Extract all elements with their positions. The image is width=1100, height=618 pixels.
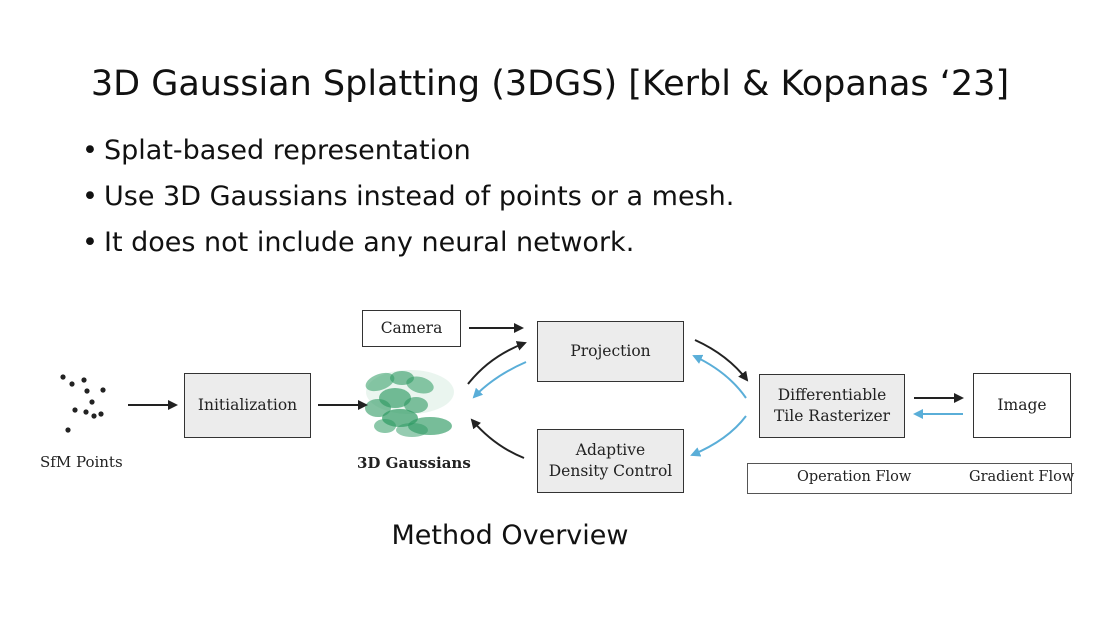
projection-label: Projection	[570, 342, 651, 360]
bullet-item: •It does not include any neural network.	[82, 220, 734, 266]
projection-box: Projection	[537, 321, 684, 382]
adc-label-line1: Adaptive	[575, 441, 646, 459]
bullet-dot: •	[82, 227, 98, 258]
gaussians-label: 3D Gaussians	[357, 454, 471, 472]
bullet-list: •Splat-based representation •Use 3D Gaus…	[82, 128, 734, 266]
initialization-label: Initialization	[197, 396, 298, 414]
legend: Operation Flow Gradient Flow	[747, 463, 1075, 494]
legend-gradient-label: Gradient Flow	[969, 469, 1075, 485]
arrow-adc-to-gaussians	[470, 418, 525, 459]
bullet-dot: •	[82, 135, 98, 166]
legend-operation-label: Operation Flow	[797, 469, 912, 485]
arrow-projection-to-rasterizer	[694, 339, 749, 382]
gaussians-icon	[365, 370, 454, 437]
image-box: Image	[973, 373, 1071, 438]
gradient-rasterizer-to-adc	[690, 415, 747, 457]
bullet-text: It does not include any neural network.	[104, 227, 635, 258]
bullet-text: Use 3D Gaussians instead of points or a …	[104, 181, 735, 212]
gradient-rasterizer-to-projection	[692, 354, 747, 399]
camera-label: Camera	[380, 319, 443, 337]
rasterizer-box: Differentiable Tile Rasterizer	[759, 374, 905, 438]
arrow-gaussians-to-projection	[467, 341, 527, 385]
bullet-item: •Use 3D Gaussians instead of points or a…	[82, 174, 734, 220]
initialization-box: Initialization	[184, 373, 311, 438]
slide-title: 3D Gaussian Splatting (3DGS) [Kerbl & Ko…	[90, 64, 1010, 104]
sfm-points-icon	[60, 374, 106, 433]
rasterizer-label-line1: Differentiable	[777, 386, 887, 404]
gradient-projection-to-gaussians	[472, 361, 527, 399]
rasterizer-label-line2: Tile Rasterizer	[773, 407, 891, 425]
sfm-points-label: SfM Points	[40, 453, 123, 471]
bullet-text: Splat-based representation	[104, 135, 471, 166]
adaptive-density-control-box: Adaptive Density Control	[537, 429, 684, 493]
camera-box: Camera	[362, 310, 461, 347]
adc-label-line2: Density Control	[548, 462, 673, 480]
bullet-item: •Splat-based representation	[82, 128, 734, 174]
image-label: Image	[997, 396, 1047, 414]
bullet-dot: •	[82, 181, 98, 212]
diagram-caption: Method Overview	[391, 520, 629, 551]
